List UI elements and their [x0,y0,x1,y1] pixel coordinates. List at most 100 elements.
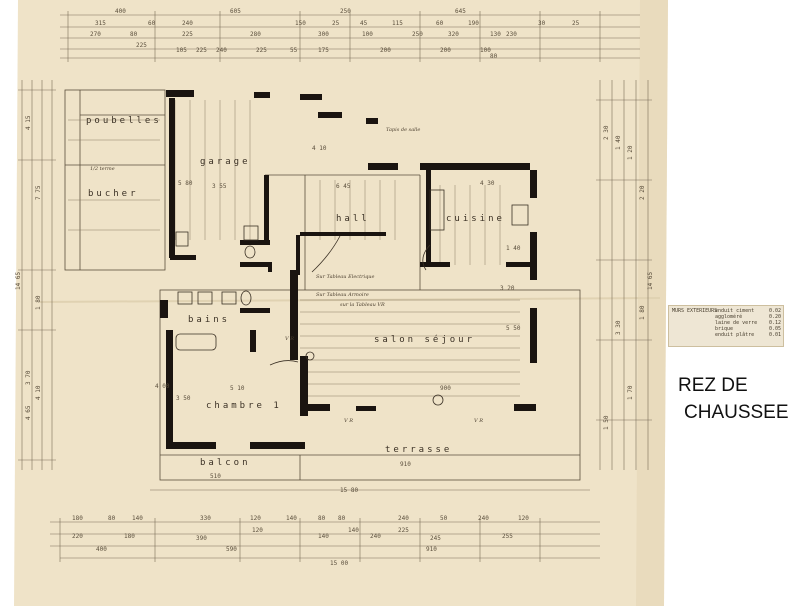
dim-bottom3-0: 400 [96,546,107,553]
plan-title-line-1: REZ DE [678,375,748,396]
room-label-bains: bains [188,315,230,325]
dim-top3-2: 225 [182,31,193,38]
room-label-bucher: bucher [88,189,139,199]
dim-right-5: 1 50 [603,415,610,430]
dim-top2-6: 115 [392,20,403,27]
dim-top3-3: 280 [250,31,261,38]
dim-bottom1-9: 50 [440,515,448,522]
dim-top2-1: 60 [148,20,156,27]
dim-left-1: 7 75 [35,185,42,200]
stair-hatching [68,100,520,397]
dim-top4-5: 55 [290,47,298,54]
annotation-note-4: Tapis de salle [386,127,420,133]
dim-top4-7: 200 [380,47,391,54]
dim-bottom1-7: 80 [338,515,346,522]
dim-top2-9: 30 [538,20,546,27]
annotation-haie: 1/2 terme [90,166,115,172]
dim-bottom2-3: 120 [252,527,263,534]
dim-chambre-2: 4 00 [155,383,170,390]
dim-garage-3: 6 45 [336,183,351,190]
dim-cuisine-2: 1 40 [506,245,521,252]
legend-item-name: enduit plâtre [715,332,755,338]
dim-top1-3: 645 [455,8,466,15]
dim-top3-6: 250 [412,31,423,38]
dim-bottom-total: 15 00 [330,560,348,567]
legend-item-name: brique [715,326,734,332]
dim-right-4: 3 30 [615,320,622,335]
dim-right-7: 1 80 [639,305,646,320]
dim-right-6: 1 70 [627,385,634,400]
dimension-ticks [18,11,652,562]
dim-balcon-width: 510 [210,473,221,480]
legend-item-name: aggloméré [715,314,743,320]
legend-item-value: 0.02 [768,308,781,314]
dim-overall: 15 80 [340,487,358,494]
dim-top3-9: 230 [506,31,517,38]
dim-right-2: 1 20 [627,145,634,160]
dim-top4-6: 175 [318,47,329,54]
dim-right-0: 2 30 [603,125,610,140]
dim-top2-4: 25 [332,20,340,27]
dim-top2-0: 315 [95,20,106,27]
legend-item-value: 0.01 [768,332,781,338]
dim-bottom1-6: 80 [318,515,326,522]
annotation-vr-2: V R [474,418,483,424]
dim-top2-7: 60 [436,20,444,27]
room-label-cuisine: cuisine [446,214,505,224]
dim-terrasse-width: 910 [400,461,411,468]
dim-top4-10: 80 [490,53,498,60]
dim-top4-0: 225 [136,42,147,49]
dim-bottom1-1: 80 [108,515,116,522]
dim-bottom2-1: 180 [124,533,135,540]
legend-item: brique 0.05 [715,326,781,332]
dim-bottom2-7: 225 [398,527,409,534]
dim-bottom1-5: 140 [286,515,297,522]
dim-bottom2-4: 140 [318,533,329,540]
dim-bottom1-4: 120 [250,515,261,522]
dim-left-total: 14 65 [15,272,22,290]
room-label-balcon: balcon [200,458,251,468]
annotations: V R V R V R 1/2 terme Sur Tableau Electr… [90,127,483,424]
room-labels: poubelles bucher garage hall cuisine sal… [86,116,505,468]
legend-item-value: 0.20 [768,314,781,320]
room-label-salon-sejour: salon séjour [374,334,475,345]
exterior-walls [160,90,537,449]
annotation-note-2: Sur Tableau Armoire [316,292,369,298]
dim-right-1: 1 40 [615,135,622,150]
dim-bottom2-0: 220 [72,533,83,540]
room-label-poubelles: poubelles [86,116,162,126]
dim-top3-7: 320 [448,31,459,38]
dim-top2-10: 25 [572,20,580,27]
dim-top3-5: 100 [362,31,373,38]
dim-chambre-1: 3 50 [176,395,191,402]
dim-top4-3: 240 [216,47,227,54]
legend-item-name: laine de verre [715,320,758,326]
dim-chambre-0: 5 10 [230,385,245,392]
dim-top4-8: 200 [440,47,451,54]
room-label-hall: hall [336,214,370,224]
annotation-note-1: Sur Tableau Electrique [316,274,375,280]
legend-item-value: 0.05 [768,326,781,332]
dim-top3-8: 130 [490,31,501,38]
dim-top3-0: 270 [90,31,101,38]
dim-bottom2-8: 245 [430,535,441,542]
dim-garage-1: 5 80 [178,180,193,187]
dim-top2-2: 240 [182,20,193,27]
dim-top1-0: 400 [115,8,126,15]
dim-bottom1-0: 180 [72,515,83,522]
dim-bottom2-5: 140 [348,527,359,534]
dim-bottom1-2: 140 [132,515,143,522]
dim-top1-2: 250 [340,8,351,15]
dim-cuisine-3: 3 20 [500,285,515,292]
dim-top2-3: 150 [295,20,306,27]
dim-top1-1: 605 [230,8,241,15]
paper-sheet [14,0,668,606]
dim-bottom3-1: 590 [226,546,237,553]
dim-top4-9: 100 [480,47,491,54]
annotation-vr-1: V R [344,418,353,424]
room-label-terrasse: terrasse [385,445,452,455]
